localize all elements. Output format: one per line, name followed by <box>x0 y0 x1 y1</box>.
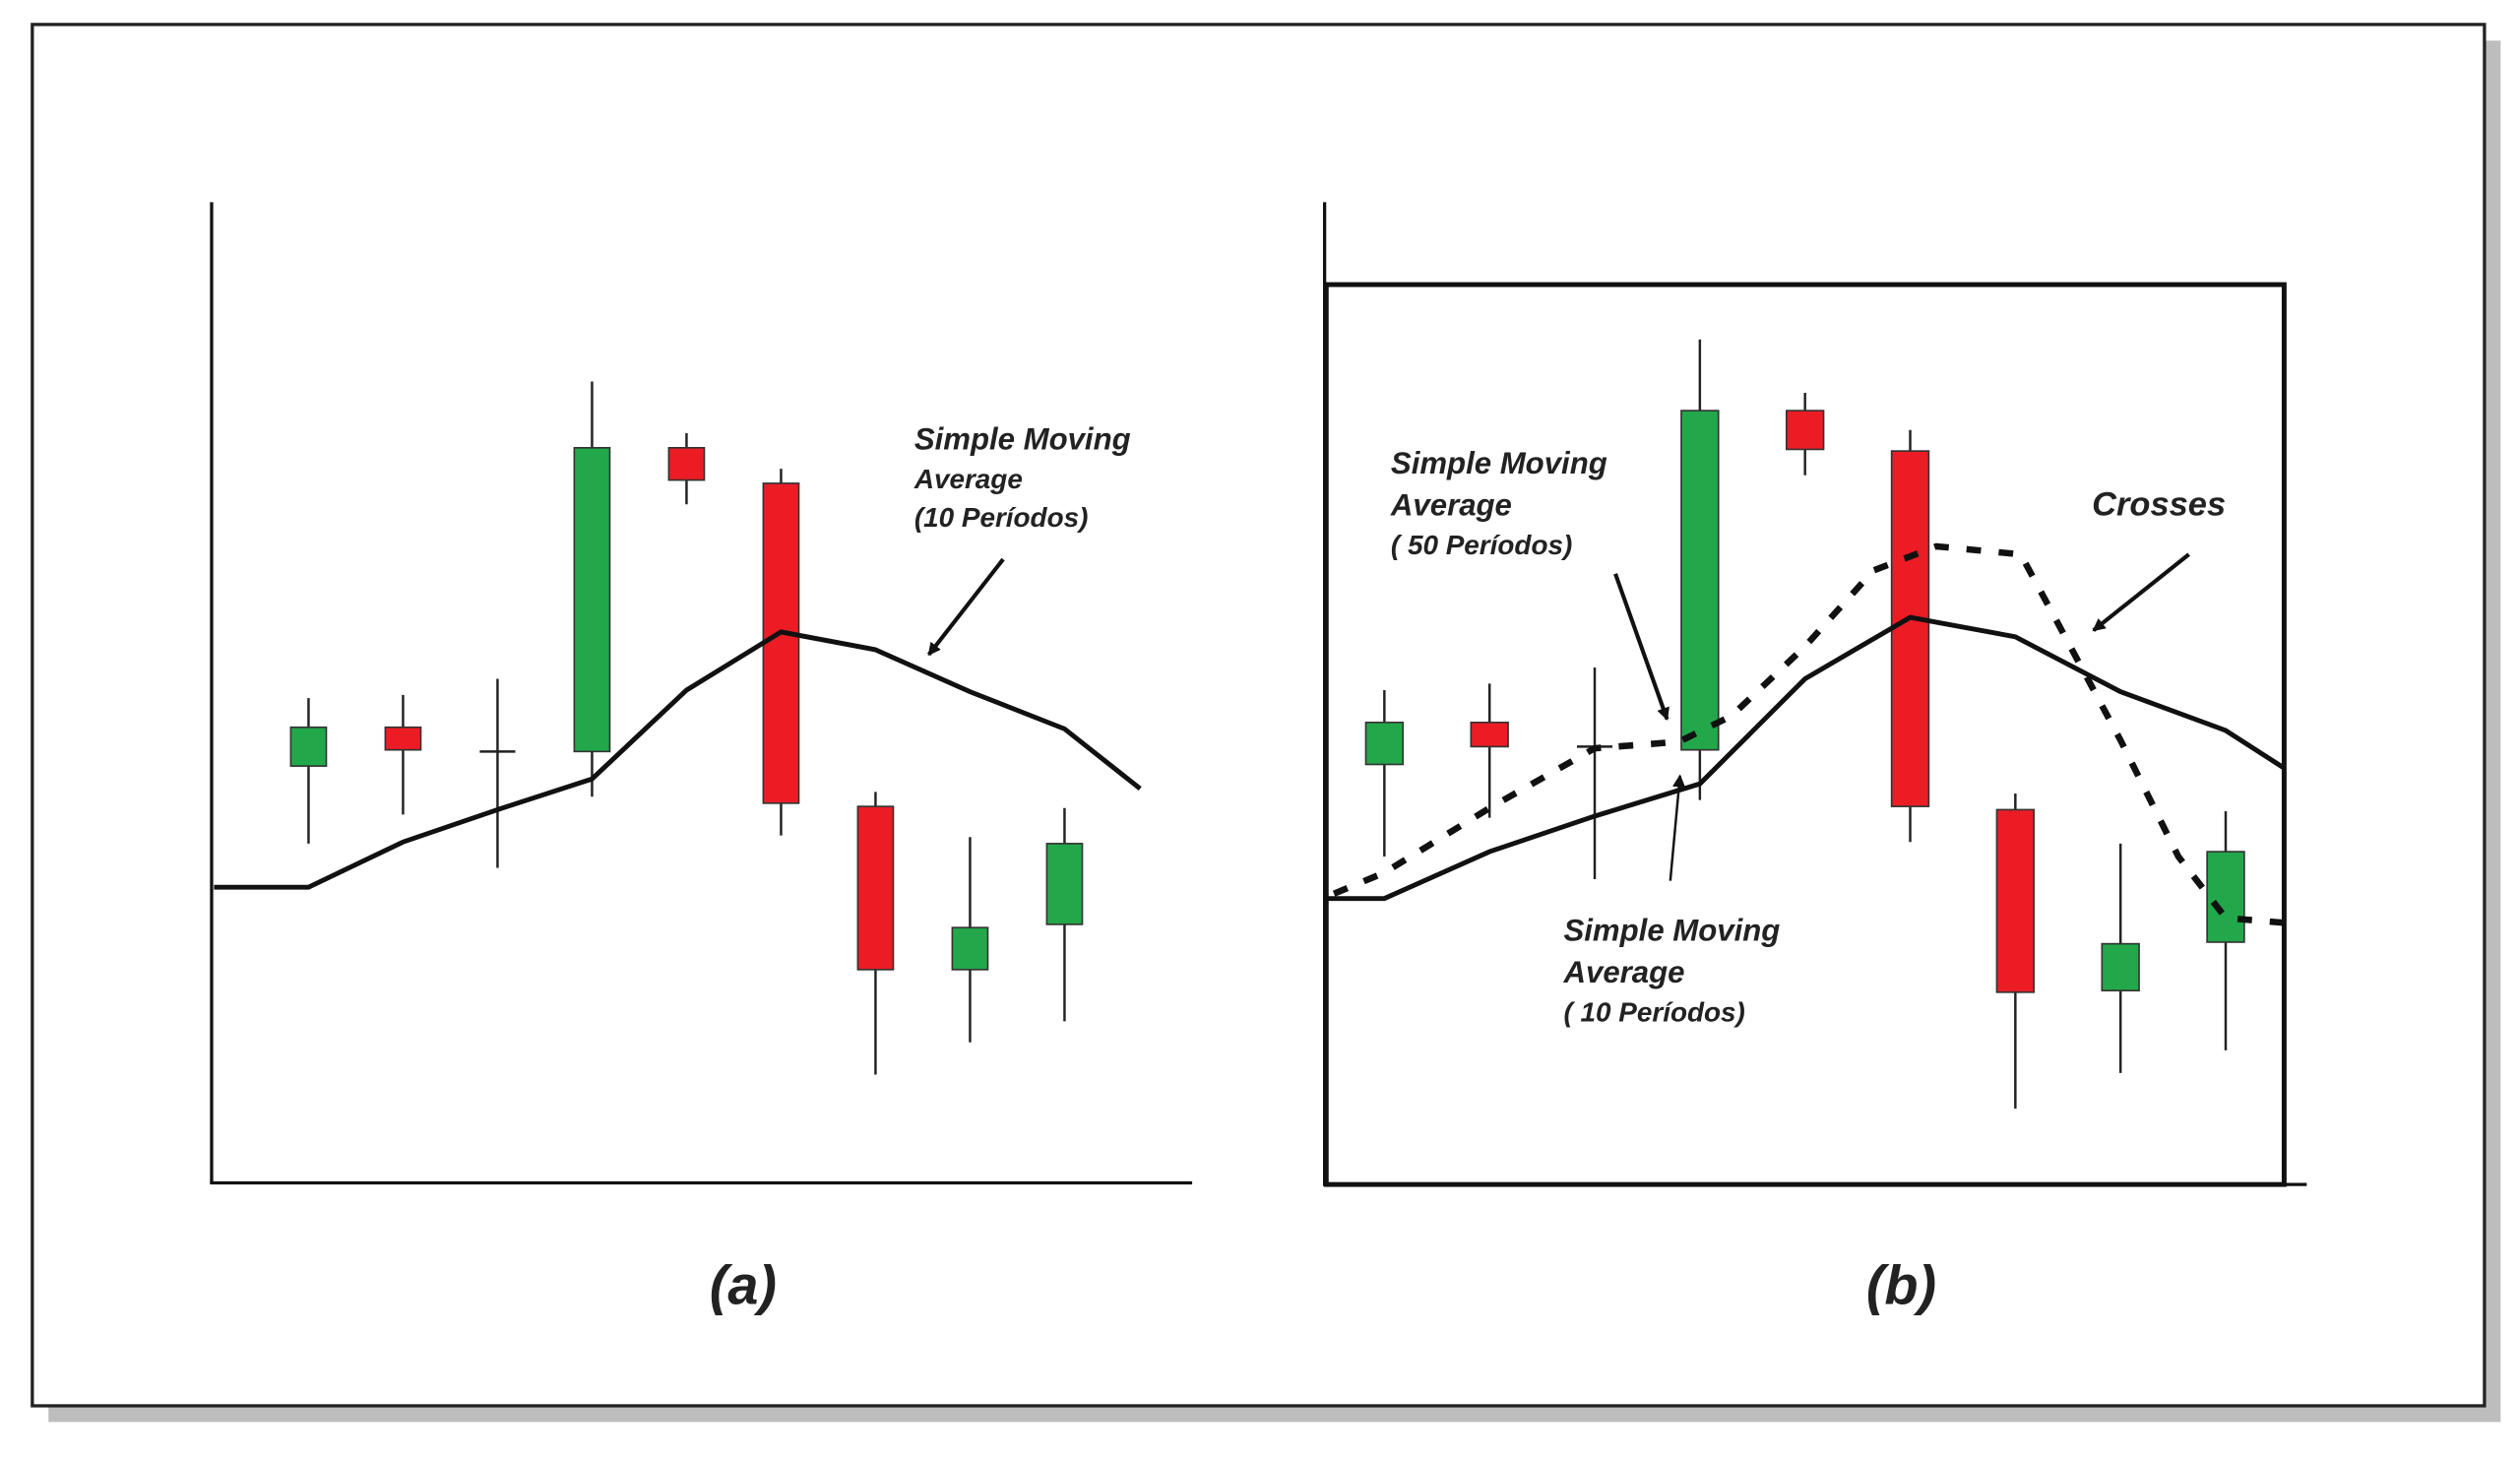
candle-body-bullish <box>1045 843 1084 925</box>
panel-label-b: (b) <box>1866 1254 1936 1316</box>
candle-body-bullish <box>951 926 989 971</box>
annotation-sma10-b: Simple Moving Average ( 10 Períodos) <box>1563 913 1790 1027</box>
annotation-crosses-b: Crosses <box>2092 486 2226 524</box>
panel-label-a: (a) <box>710 1254 777 1316</box>
candle-body-bullish <box>1680 410 1720 751</box>
candle-body-bearish <box>1995 808 2036 993</box>
candle-body-bullish <box>2206 851 2245 943</box>
candle-body-bearish <box>384 726 422 751</box>
candle-body-bearish <box>1785 410 1825 451</box>
arrow-crosses-b <box>2092 552 2190 632</box>
panel-a: Simple Moving Average (10 Períodos) (a) <box>210 202 1193 1316</box>
candle-body-bullish <box>2101 942 2140 992</box>
candle-body-bearish <box>856 805 895 971</box>
arrow-sma10-a <box>926 557 1005 657</box>
sma10-line-a <box>214 629 1142 890</box>
arrow-sma10-b <box>1669 774 1686 881</box>
annotation-sma10-a: Simple Moving Average (10 Períodos) <box>914 421 1140 533</box>
candle-body-bearish <box>667 447 706 481</box>
figure-frame <box>31 23 2487 1408</box>
candle-body-bearish <box>1890 450 1930 807</box>
candle-body-bearish <box>1470 721 1509 748</box>
panel-b: Simple Moving Average ( 50 Períodos) Sim… <box>1323 202 2307 1316</box>
candle-body-bullish <box>289 726 328 767</box>
annotation-sma50-b: Simple Moving Average ( 50 Períodos) <box>1390 446 1616 560</box>
candle-body-bullish <box>573 447 611 753</box>
arrow-sma50-b <box>1613 573 1670 722</box>
candle-body-bullish <box>1364 721 1405 766</box>
candle-body-bearish <box>762 482 800 804</box>
sma10-line-b <box>1326 614 2286 902</box>
